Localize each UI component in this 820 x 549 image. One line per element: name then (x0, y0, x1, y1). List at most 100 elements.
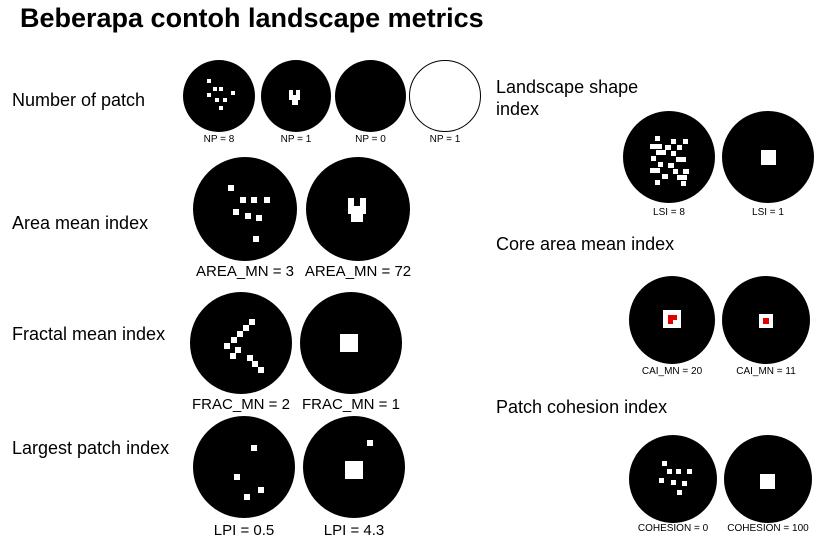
np-caption: NP = 1 (280, 134, 312, 145)
lsi-diagram-compact (722, 111, 814, 203)
patch-cell (235, 347, 241, 353)
patch-cell (658, 162, 663, 167)
patch-cell (360, 198, 366, 206)
patch-cell (247, 355, 253, 361)
area-diagram-large-patch (306, 157, 410, 261)
frac-caption: FRAC_MN = 2 (192, 396, 290, 413)
np-diagram-empty (335, 60, 406, 132)
patch-cell (251, 197, 257, 203)
patch-cell (683, 169, 689, 174)
patch-cell (683, 139, 688, 144)
cohesion-caption: COHESION = 0 (637, 523, 709, 534)
label-fractal-mean-index: Fractal mean index (12, 324, 166, 344)
patch-cell (228, 185, 234, 191)
patch-cell (656, 150, 666, 155)
patch-cell (231, 91, 235, 95)
cohesion-diagram-compact (724, 435, 812, 523)
lsi-caption: LSI = 1 (752, 207, 784, 218)
label-landscape-shape-index: Landscape shape index (496, 77, 639, 119)
patch-cell (230, 353, 236, 359)
cai-caption: CAI_MN = 11 (736, 366, 796, 377)
patch-cell (256, 215, 262, 221)
patch-cell (237, 331, 243, 337)
patch-cell (671, 151, 676, 156)
patch-cell (258, 367, 264, 373)
patch-cell (245, 213, 251, 219)
patch-cell (671, 480, 676, 485)
patch-cell (224, 343, 230, 349)
lpi-caption: LPI = 0.5 (213, 522, 275, 539)
patch-cell (240, 197, 246, 203)
cohesion-diagram-scattered (629, 435, 717, 523)
patch-cell (244, 494, 250, 500)
patch-cell (665, 145, 671, 150)
patch-cell (761, 150, 776, 165)
cai-diagram-large-core (629, 276, 715, 364)
np-diagram-scattered (183, 60, 255, 132)
patch-cell (249, 319, 255, 325)
patch-cell (296, 90, 300, 95)
patch-cell (760, 474, 775, 489)
patch-cell (671, 139, 676, 144)
core-area-cell (668, 320, 673, 324)
np-diagram-full (409, 60, 481, 132)
patch-cell (292, 100, 298, 105)
patch-cell (243, 325, 249, 331)
label-patch-cohesion-index: Patch cohesion index (496, 397, 668, 417)
frac-diagram-diagonal-patches (190, 292, 292, 394)
patch-cell (682, 481, 687, 486)
patch-cell (677, 145, 682, 150)
patch-cell (676, 157, 686, 162)
np-caption: NP = 8 (203, 134, 235, 145)
patch-cell (662, 174, 668, 179)
patch-cell (252, 361, 258, 367)
patch-cell (213, 87, 217, 91)
cohesion-caption: COHESION = 100 (727, 523, 809, 534)
area-diagram-small-patches (193, 157, 297, 261)
patch-cell (662, 461, 667, 466)
lsi-diagram-fragmented (623, 111, 715, 203)
patch-cell (348, 206, 366, 214)
patch-cell (650, 168, 660, 173)
frac-diagram-square-patch (300, 292, 402, 394)
area-caption: AREA_MN = 72 (304, 263, 412, 280)
patch-cell (219, 106, 223, 110)
patch-cell (207, 93, 211, 97)
patch-cell (348, 198, 354, 206)
patch-cell (231, 337, 237, 343)
lsi-caption: LSI = 8 (653, 207, 685, 218)
page-title: Beberapa contoh landscape metrics (20, 3, 484, 33)
patch-cell (345, 461, 363, 479)
np-diagram-single (261, 60, 331, 132)
patch-cell (207, 79, 211, 83)
patch-cell (655, 180, 660, 185)
patch-cell (367, 440, 373, 446)
lpi-diagram-small-patches (193, 416, 295, 518)
patch-cell (215, 98, 219, 102)
core-area-cell (668, 315, 677, 320)
frac-caption: FRAC_MN = 1 (302, 396, 400, 413)
patch-cell (673, 169, 678, 174)
patch-cell (253, 236, 259, 242)
patch-cell (340, 334, 358, 352)
patch-cell (219, 87, 223, 91)
patch-cell (677, 175, 687, 180)
patch-cell (223, 98, 227, 102)
np-caption: NP = 1 (429, 134, 461, 145)
label-area-mean-index: Area mean index (12, 213, 149, 233)
patch-cell (650, 144, 662, 149)
patch-cell (676, 469, 681, 474)
patch-cell (687, 469, 692, 474)
patch-cell (264, 197, 270, 203)
patch-cell (233, 209, 239, 215)
np-caption: NP = 0 (355, 134, 386, 145)
cai-diagram-small-core (722, 276, 810, 364)
core-area-cell (763, 318, 769, 324)
patch-cell (289, 95, 300, 100)
patch-cell (655, 136, 660, 141)
patch-cell (234, 474, 240, 480)
area-caption: AREA_MN = 3 (196, 263, 294, 280)
patch-cell (659, 478, 664, 483)
label-core-area-mean-index: Core area mean index (496, 234, 675, 254)
patch-cell (667, 469, 672, 474)
